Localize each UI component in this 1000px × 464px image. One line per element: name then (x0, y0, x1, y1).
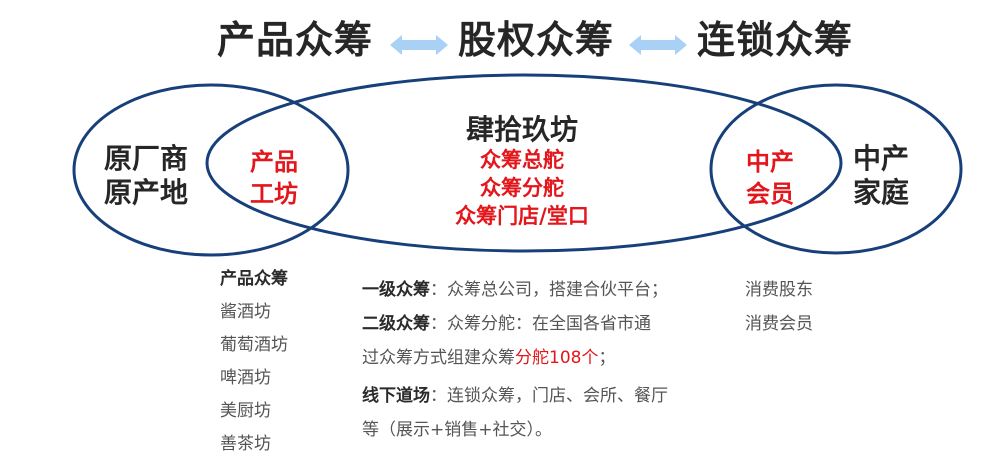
level2-text-cont: 过众筹方式组建众筹 (362, 348, 515, 368)
label-line: 会员 (746, 180, 794, 208)
center-line: 众筹分舵 (480, 176, 564, 200)
right-overlap-label: 中产 会员 (746, 146, 794, 210)
consumer-list: 消费股东 消费会员 (745, 273, 813, 341)
list-item: 啤酒坊 (220, 368, 271, 388)
separator: ： (430, 386, 447, 406)
left-overlap-label: 产品 工坊 (250, 146, 298, 210)
list-item: 消费股东 (745, 280, 813, 300)
label-line: 中产 (746, 148, 794, 176)
center-title: 肆拾玖坊 (465, 113, 578, 146)
list-item: 葡萄酒坊 (220, 335, 288, 355)
header-equity-crowdfunding: 股权众筹 (458, 18, 615, 62)
list-item: 消费会员 (745, 314, 813, 334)
center-ellipse (205, 73, 843, 253)
header-chain-crowdfunding: 连锁众筹 (697, 18, 854, 62)
list-item: 善茶坊 (220, 434, 271, 454)
list-item: 酱酒坊 (220, 302, 271, 322)
description-block: 一级众筹：众筹总公司，搭建合伙平台； 二级众筹：众筹分舵：在全国各省市通 过众筹… (362, 273, 668, 447)
label-line: 产品 (250, 148, 298, 176)
level1-label: 一级众筹 (362, 280, 430, 300)
right-circle-label: 中产 家庭 (853, 142, 909, 210)
offline-text-cont: 等（展示+销售+社交）。 (362, 420, 552, 440)
punctuation: ； (598, 348, 616, 368)
separator: ： (430, 280, 447, 300)
offline-row-cont: 等（展示+销售+社交）。 (362, 413, 668, 447)
offline-label: 线下道场 (362, 386, 430, 406)
offline-text: 连锁众筹，门店、会所、餐厅 (447, 386, 668, 406)
left-ellipse (72, 83, 350, 257)
level2-highlight: 分舵108个 (515, 348, 599, 368)
level1-text: 众筹总公司，搭建合伙平台； (447, 280, 668, 300)
label-line: 原产地 (104, 176, 189, 209)
product-list: 产品众筹 酱酒坊 葡萄酒坊 啤酒坊 美厨坊 善茶坊 (220, 263, 288, 461)
center-lines: 众筹总舵 众筹分舵 众筹门店/堂口 (430, 146, 614, 230)
product-list-title: 产品众筹 (220, 269, 288, 289)
center-line: 众筹总舵 (480, 148, 564, 172)
level2-row-cont: 过众筹方式组建众筹分舵108个； (362, 341, 668, 375)
label-line: 工坊 (250, 180, 298, 208)
double-arrow-icon (629, 35, 687, 55)
left-circle-label: 原厂商 原产地 (104, 142, 188, 210)
separator: ： (430, 314, 447, 334)
double-arrow-icon (390, 35, 448, 55)
header-product-crowdfunding: 产品众筹 (217, 18, 374, 62)
level2-text: 众筹分舵：在全国各省市通 (447, 314, 651, 334)
label-line: 原厂商 (104, 142, 189, 175)
level2-row: 二级众筹：众筹分舵：在全国各省市通 (362, 307, 668, 341)
level2-label: 二级众筹 (362, 314, 430, 334)
label-line: 中产 (853, 142, 910, 175)
level1-row: 一级众筹：众筹总公司，搭建合伙平台； (362, 273, 668, 307)
label-line: 家庭 (853, 176, 910, 209)
right-ellipse (709, 83, 963, 255)
list-item: 美厨坊 (220, 401, 271, 421)
offline-row: 线下道场：连锁众筹，门店、会所、餐厅 (362, 379, 668, 413)
center-line: 众筹门店/堂口 (455, 204, 589, 228)
header-row: 产品众筹 股权众筹 连锁众筹 (0, 14, 1000, 66)
